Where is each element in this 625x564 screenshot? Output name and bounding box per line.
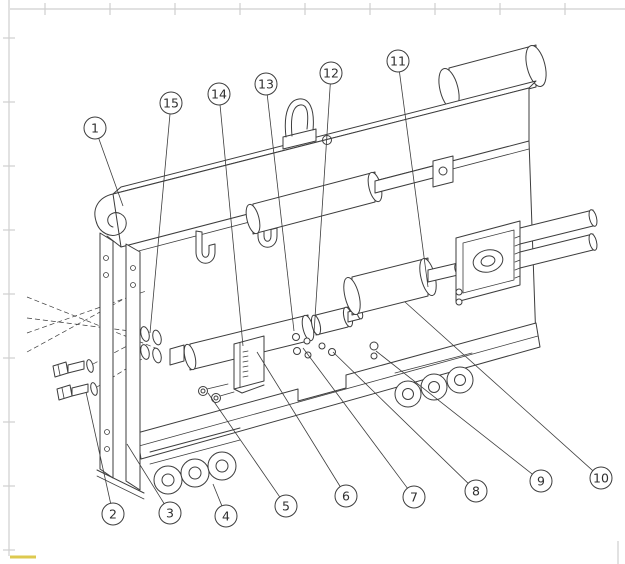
- left-column-outer: [99, 232, 114, 479]
- rod-clevis: [432, 155, 454, 188]
- right-roller-block: [455, 209, 598, 306]
- callout-balloon-13: [254, 72, 278, 96]
- washer: [86, 359, 94, 373]
- callout-leader-1: [98, 138, 124, 207]
- callout-leader-4: [212, 483, 223, 506]
- fastener: [293, 347, 301, 355]
- bracket-plate: [198, 335, 265, 403]
- callout-balloon-3: [158, 501, 182, 525]
- bracket-bolt: [211, 393, 221, 403]
- fastener: [455, 288, 463, 296]
- callout-number-14: 14: [211, 86, 227, 101]
- callout-leader-2: [85, 391, 112, 504]
- callout-balloon-9: [529, 469, 553, 493]
- shackle-mount: [282, 128, 317, 150]
- callout-leader-11: [399, 71, 429, 288]
- fastener: [455, 298, 463, 306]
- bottom-rollers-left: [149, 427, 241, 495]
- fastener: [370, 352, 378, 360]
- fastener: [328, 348, 336, 356]
- fastener: [369, 341, 379, 351]
- callout-leader-8: [332, 351, 469, 484]
- top-roller-tube: [438, 44, 547, 111]
- callout-number-12: 12: [323, 65, 339, 80]
- left-column-inner: [125, 243, 141, 491]
- bolt-head: [52, 361, 69, 378]
- beam-hook-profile: [94, 193, 127, 236]
- callout-balloon-15: [159, 91, 183, 115]
- callout-number-13: 13: [258, 76, 274, 91]
- callout-leader-9: [375, 350, 533, 475]
- callout-leader-15: [149, 113, 171, 334]
- callout-number-4: 4: [222, 508, 230, 523]
- sheet-edges: [3, 0, 625, 564]
- frame-washers: [140, 326, 162, 364]
- callout-balloon-1: [83, 116, 107, 140]
- callout-leader-7: [302, 347, 408, 489]
- callout-balloon-7: [402, 485, 426, 509]
- callout-number-9: 9: [537, 473, 545, 488]
- frame-right-edge: [528, 140, 537, 343]
- column-foot: [96, 469, 145, 494]
- callout-balloon-12: [319, 61, 343, 85]
- left-columns: [96, 232, 145, 500]
- main-cylinder-rod: [427, 262, 459, 283]
- callout-leader-13: [266, 94, 295, 332]
- bottom-rollers-right: [394, 352, 474, 408]
- callout-balloon-14: [207, 82, 231, 106]
- fastener: [292, 333, 300, 341]
- lower-cylinder-assembly: [169, 257, 462, 371]
- callout-number-15: 15: [163, 95, 179, 110]
- callout-number-11: 11: [390, 53, 406, 68]
- fastener: [318, 342, 326, 350]
- callout-number-1: 1: [91, 120, 99, 135]
- bracket-bolt: [198, 386, 208, 396]
- fastener: [303, 337, 311, 345]
- callout-number-8: 8: [472, 483, 480, 498]
- block-roller: [472, 249, 504, 273]
- lifting-shackle: [282, 98, 317, 150]
- callout-leader-12: [313, 83, 331, 334]
- bracket-label-ticks: [242, 350, 249, 378]
- washer: [90, 382, 98, 396]
- block-label-ticks: [514, 235, 521, 279]
- callout-balloon-2: [101, 502, 125, 526]
- exploded-bolts-left: [52, 359, 98, 401]
- callout-number-3: 3: [166, 505, 174, 520]
- top-beam: [94, 80, 537, 255]
- callout-number-6: 6: [342, 488, 350, 503]
- callout-balloon-8: [464, 479, 488, 503]
- callout-leader-6: [256, 351, 341, 487]
- callout-balloon-4: [214, 504, 238, 528]
- callout-balloon-10: [589, 466, 613, 490]
- callout-leader-3: [126, 443, 165, 504]
- callout-number-5: 5: [282, 498, 290, 513]
- cylinder-end-bolt: [169, 344, 185, 366]
- callout-balloon-6: [334, 484, 358, 508]
- upper-cylinder: [245, 155, 454, 235]
- bolt-head: [56, 384, 73, 401]
- callout-number-2: 2: [109, 506, 117, 521]
- carriage-frame: [136, 140, 541, 460]
- sheet-ticks-left: [3, 37, 15, 551]
- sheet-ticks-top: [44, 3, 566, 15]
- callout-leader-5: [207, 392, 281, 498]
- callout-number-7: 7: [410, 489, 418, 504]
- callout-leader-10: [404, 301, 594, 471]
- callout-number-10: 10: [593, 470, 609, 485]
- main-cylinder-body: [351, 257, 429, 316]
- callout-balloon-5: [274, 494, 298, 518]
- callout-leader-14: [219, 104, 244, 347]
- callout-balloon-11: [386, 49, 410, 73]
